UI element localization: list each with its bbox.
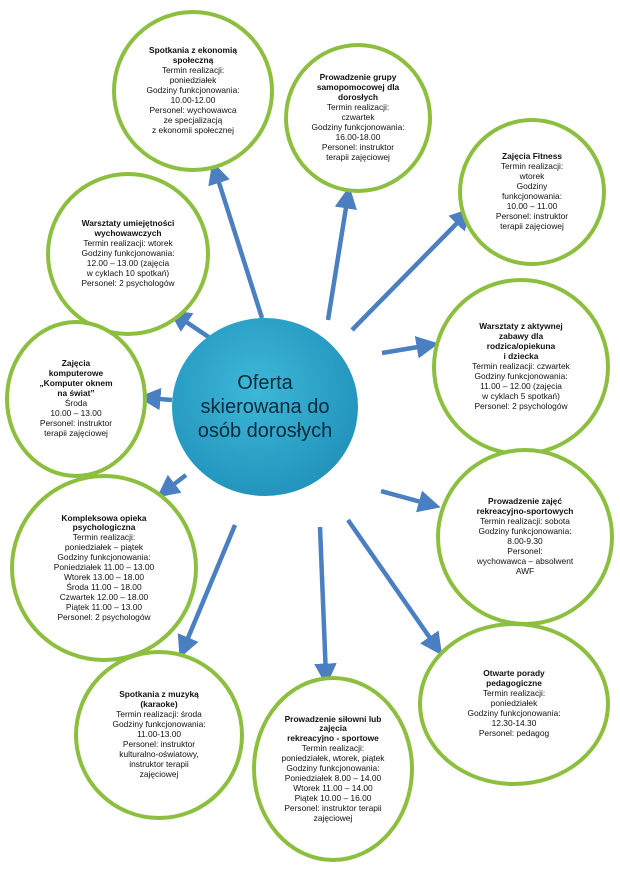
node-title: Prowadzenie zajęć rekreacyjno-sportowych [476, 496, 574, 517]
node-ekonomia-spoleczna: Spotkania z ekonomią społeczną Termin re… [112, 10, 274, 172]
center-topic: Oferta skierowana do osób dorosłych [172, 318, 358, 496]
node-silownia: Prowadzenie siłowni lub zajęcia rekreacy… [252, 676, 414, 862]
arrow-to-rekreacyjno-sportowe [380, 488, 441, 513]
arrow-to-muzyka [177, 524, 238, 659]
node-title: Prowadzenie grupy samopomocowej dla doro… [316, 72, 400, 103]
arrow-to-aktywna-zabawa [381, 336, 439, 359]
arrow-to-ekonomia [208, 161, 265, 319]
node-title: Prowadzenie siłowni lub zajęcia rekreacy… [284, 713, 382, 744]
node-porady-pedagogiczne: Otwarte porady pedagogiczne Termin reali… [418, 622, 610, 786]
node-title: Warsztaty z aktywnej zabawy dla rodzica/… [479, 321, 563, 362]
node-aktywna-zabawa: Warsztaty z aktywnej zabawy dla rodzica/… [432, 278, 610, 456]
arrow-to-pedagogiczne [346, 518, 443, 656]
node-spotkania-z-muzyka: Spotkania z muzyką (karaoke) Termin real… [74, 650, 244, 820]
node-zajecia-komputerowe: Zajęcia komputerowe „Komputer oknem na ś… [5, 320, 147, 478]
arrow-to-fitness [350, 207, 473, 332]
arrow-to-komputerowe [138, 387, 173, 411]
arrow-to-silownia [314, 526, 337, 686]
node-title: Zajęcia komputerowe „Komputer oknem na ś… [39, 358, 113, 399]
arrow-to-samopomoc [325, 186, 357, 321]
node-title: Kompleksowa opieka psychologiczna [61, 512, 147, 533]
node-zajecia-fitness: Zajęcia Fitness Termin realizacji: wtore… [458, 118, 606, 266]
node-title: Spotkania z muzyką (karaoke) [119, 689, 199, 710]
node-title: Spotkania z ekonomią społeczną [149, 45, 237, 66]
node-grupa-samopomocowa: Prowadzenie grupy samopomocowej dla doro… [284, 43, 432, 193]
node-warsztaty-wychowawcze: Warsztaty umiejętności wychowawczych Ter… [46, 172, 210, 336]
node-title: Otwarte porady pedagogiczne [483, 668, 545, 689]
node-title: Warsztaty umiejętności wychowawczych [81, 218, 175, 239]
node-title: Zajęcia Fitness [501, 151, 563, 162]
arrow-to-psychologiczna [156, 473, 188, 498]
node-opieka-psychologiczna: Kompleksowa opieka psychologiczna Termin… [10, 474, 198, 662]
node-zajecia-rekreacyjno-sportowe: Prowadzenie zajęć rekreacyjno-sportowych… [436, 448, 614, 626]
